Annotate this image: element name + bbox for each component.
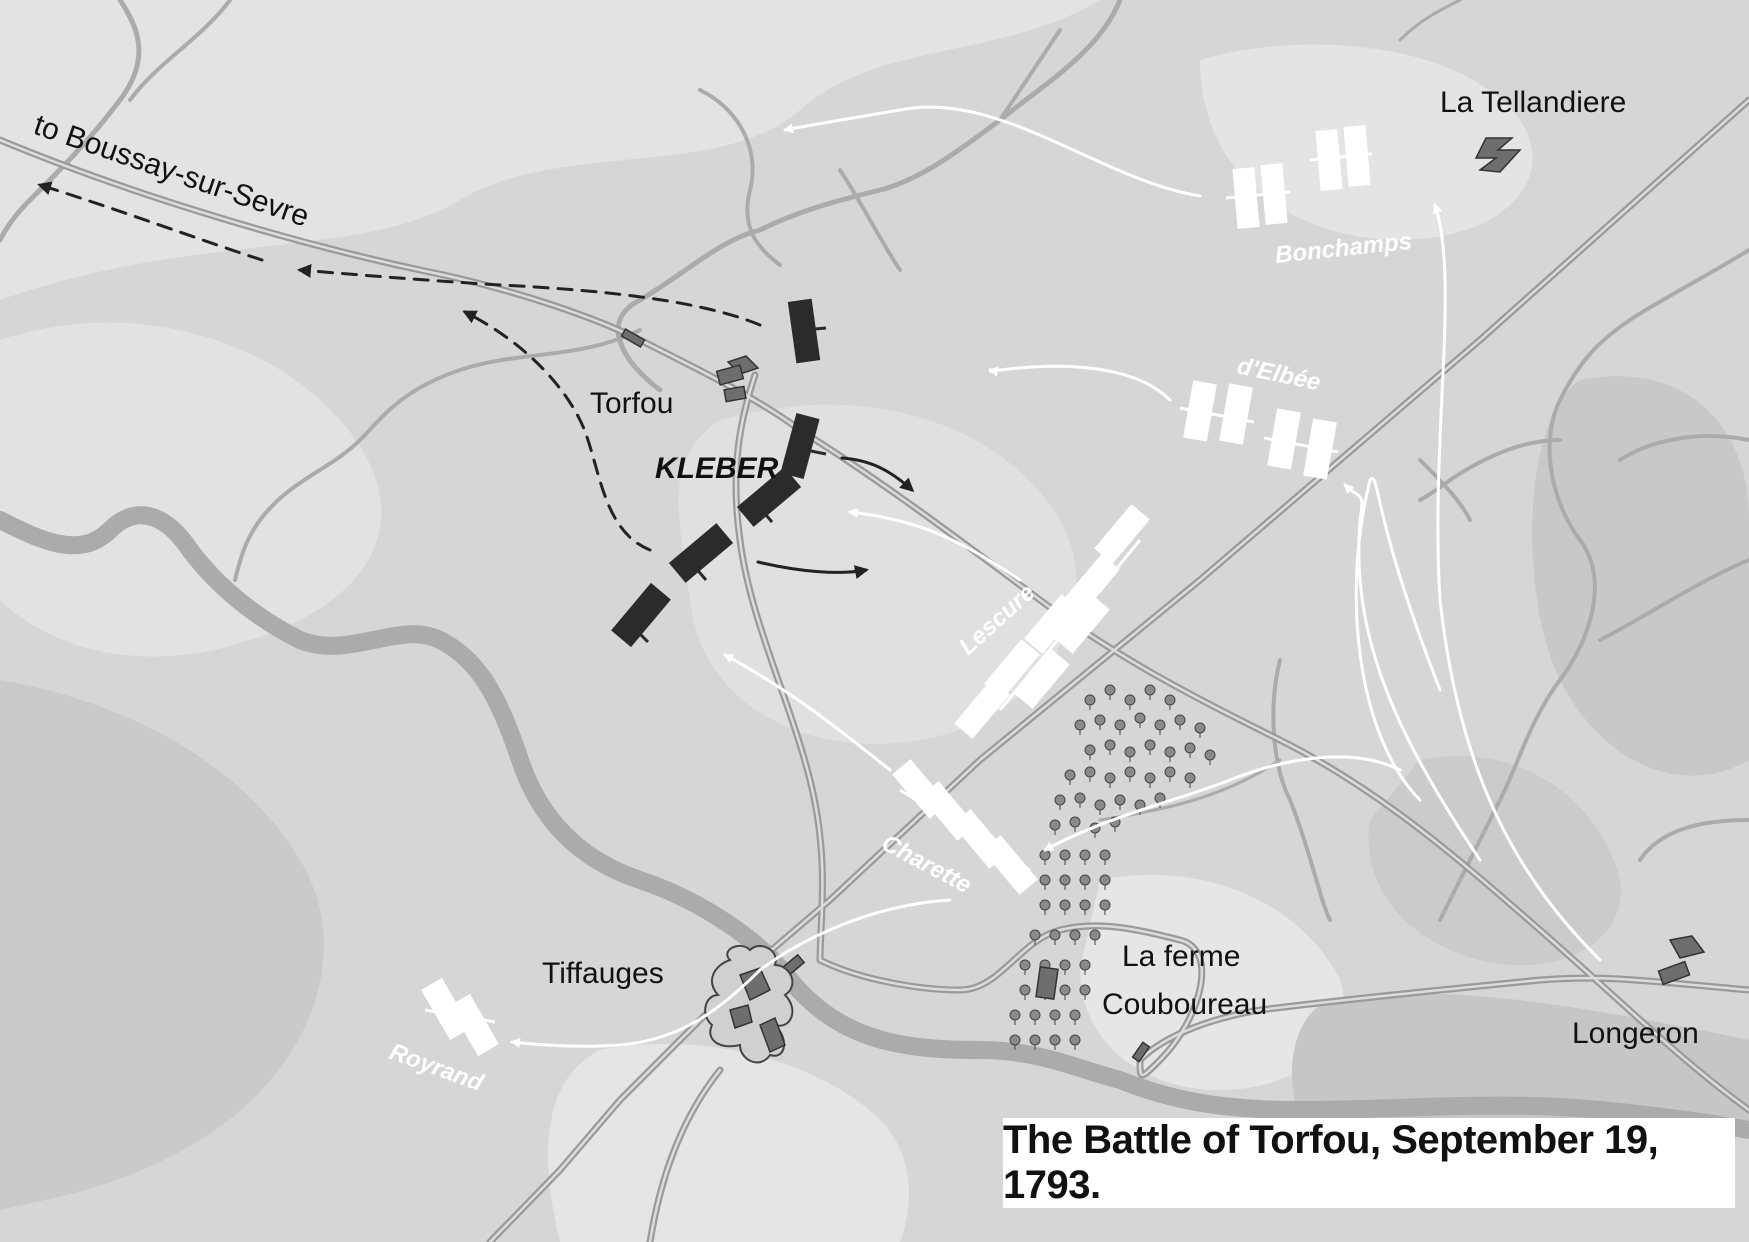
couboureau-label: Couboureau [1102,988,1267,1021]
delbee-arrow [988,364,1172,402]
tellandiere-farm [1474,137,1522,173]
retreat-arrow-2 [297,263,762,327]
royrand-unit [421,977,499,1057]
flank-arrow-3 [1343,483,1482,862]
tiffauges-castle [704,944,794,1064]
movements [37,105,1602,1048]
kleber-unit [611,298,821,648]
torfou-village [715,355,760,403]
charette-arrow-2 [758,898,952,972]
tiffauges-label: Tiffauges [542,957,664,990]
retreat-arrow-3 [462,310,652,552]
roads [0,96,1749,1242]
advance-arrow-2 [756,560,869,579]
sevre-river [0,506,1749,1139]
flank-arrow-1 [1043,755,1402,852]
title-box: The Battle of Torfou, September 19, 1793… [1003,1118,1735,1208]
bridge-west [620,328,646,348]
charette-arrow-1 [723,653,892,772]
kleber-unit-ticks [634,326,827,644]
map-title: The Battle of Torfou, September 19, 1793… [1003,1118,1659,1207]
flank-arrow-2 [1354,477,1442,802]
bridge-east [1131,1041,1151,1063]
longeron-label: Longeron [1572,1017,1699,1050]
vendean-unit-ticks [424,152,1373,1024]
lescure-arrow [848,507,1022,582]
lescure-unit [954,504,1150,739]
tellandiere-label: La Tellandiere [1440,86,1626,119]
ferme-label: La ferme [1122,940,1240,973]
longeron-village [1657,935,1706,986]
bonchamps-arrow [783,105,1202,198]
royrand-arrow [510,968,762,1048]
advance-arrow-1 [840,456,915,493]
torfou-label: Torfou [590,387,673,420]
retreat-arrow-1 [37,181,264,262]
flank-arrow-4 [1432,203,1602,962]
rivers [0,0,1749,1139]
couboureau-farm [1035,966,1059,1000]
kleber-label: KLEBER [655,452,779,485]
